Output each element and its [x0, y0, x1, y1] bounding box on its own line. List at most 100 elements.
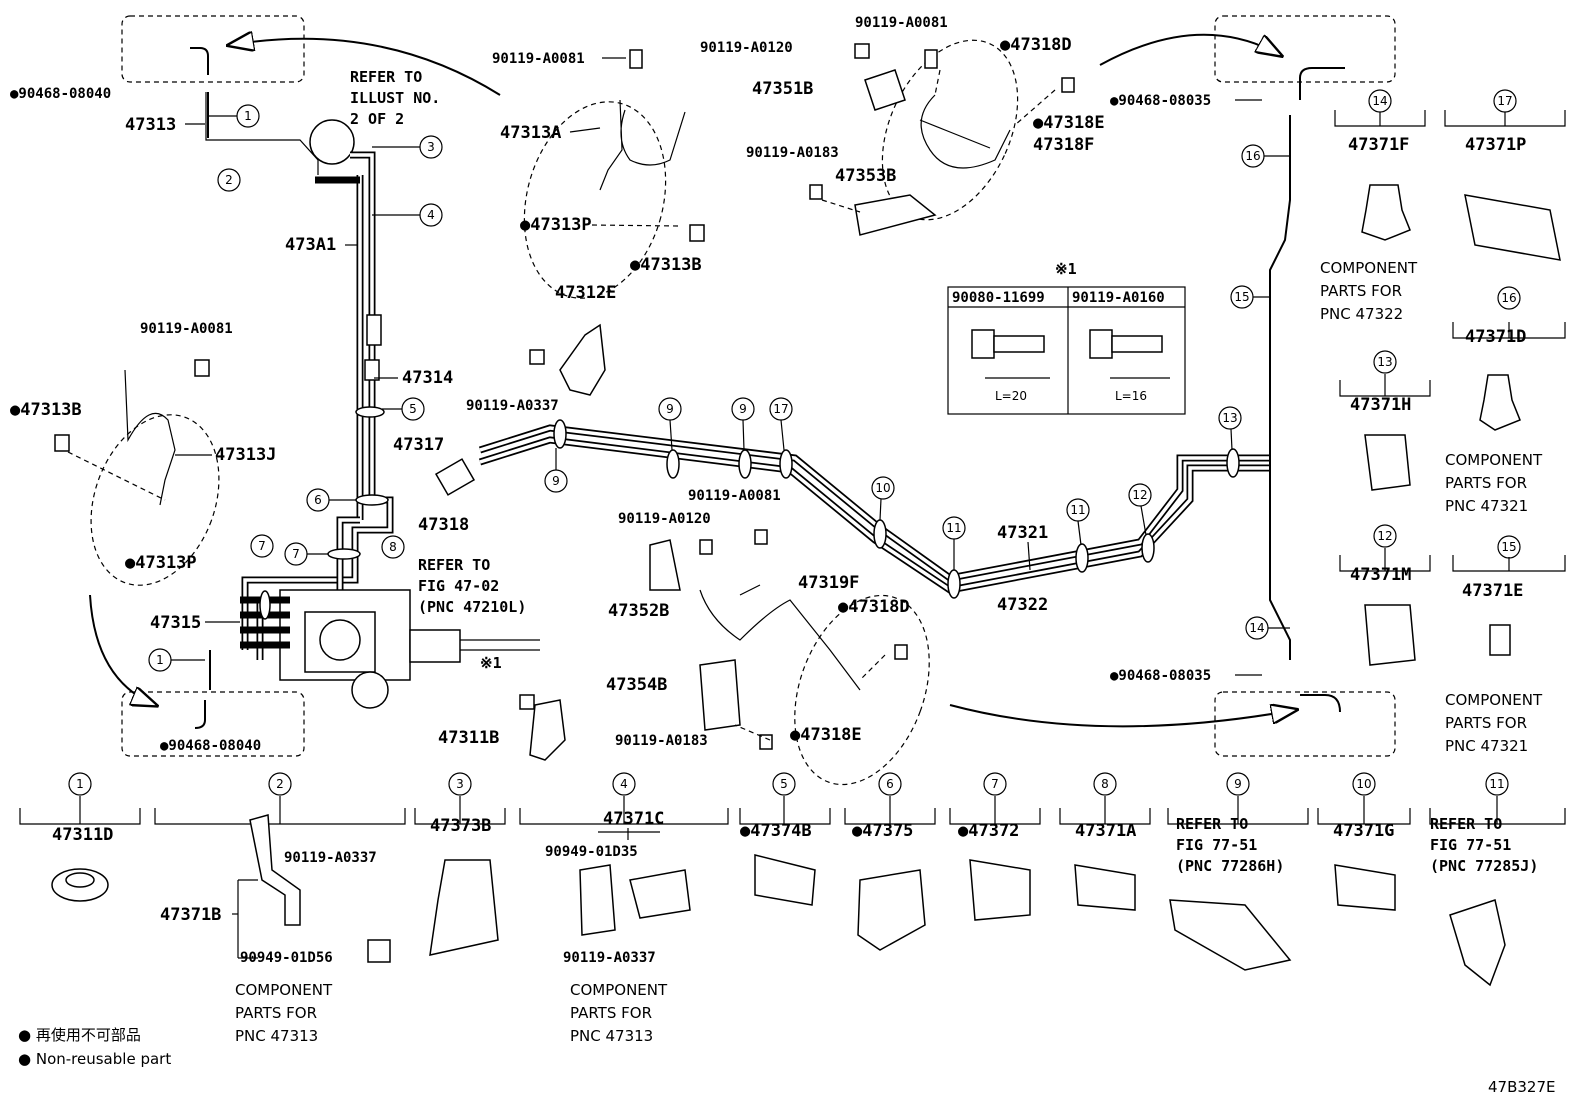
svg-text:14: 14 [1372, 94, 1387, 108]
r-note-2-line1: COMPONENT [1445, 451, 1543, 469]
refer-illust-line3: 2 OF 2 [350, 110, 404, 128]
svg-text:1: 1 [244, 109, 252, 123]
label-47353B: 47353B [835, 166, 896, 186]
b-note-4-line3: PNC 47313 [570, 1027, 653, 1045]
b-sub-90949-01D35: 90949-01D35 [545, 844, 638, 860]
callout-14: 14 [1245, 616, 1290, 640]
label-47313: 47313 [125, 115, 176, 135]
b-note-4-line2: PARTS FOR [570, 1004, 652, 1022]
label-90119-A0081-b: 90119-A0081 [140, 321, 233, 337]
b-refer-7751a-line2: FIG 77-51 [1176, 836, 1257, 854]
svg-text:16: 16 [1501, 291, 1516, 305]
r-note-3-line1: COMPONENT [1445, 691, 1543, 709]
b-note-2-line1: COMPONENT [235, 981, 333, 999]
callout-13: 13 [1218, 406, 1242, 451]
callout-b8: 8 [1093, 772, 1117, 796]
svg-text:13: 13 [1222, 411, 1237, 425]
svg-text:11: 11 [1070, 503, 1085, 517]
wire-47313A [599, 99, 686, 191]
tube-end-icon [194, 700, 206, 729]
svg-text:7: 7 [258, 539, 266, 553]
label-90119-A0081-mid: 90119-A0081 [688, 488, 781, 504]
legend-en: ● Non-reusable part [18, 1050, 171, 1068]
b-refer-7751b-line3: (PNC 77285J) [1430, 857, 1538, 875]
svg-text:6: 6 [886, 777, 894, 791]
b-note-2-line3: PNC 47313 [235, 1027, 318, 1045]
b-pnc-47371A: 47371A [1075, 821, 1136, 841]
refer-fig-4702-line1: REFER TO [418, 556, 490, 574]
callout-b6: 6 [878, 772, 902, 796]
r-note-1-line2: PARTS FOR [1320, 282, 1402, 300]
svg-text:7: 7 [292, 547, 300, 561]
r-pnc-47371D: 47371D [1465, 327, 1526, 347]
svg-text:17: 17 [773, 402, 788, 416]
group-ellipse-47318E [794, 594, 930, 786]
svg-text:8: 8 [1101, 777, 1109, 791]
note-mark-1: ※1 [480, 654, 502, 672]
b-refer-7751a-line1: REFER TO [1176, 815, 1248, 833]
right-panel-part-icons [1361, 184, 1561, 666]
group-ellipse-47313A [523, 101, 667, 299]
callout-7b: 7 [284, 542, 328, 566]
callout-3: 3 [372, 135, 443, 159]
callout-9a: 9 [544, 448, 568, 493]
group-ellipse-47318F [881, 39, 1019, 221]
refer-illust-line1: REFER TO [350, 68, 422, 86]
label-47317: 47317 [393, 435, 444, 455]
label-47315: 47315 [150, 613, 201, 633]
label-47354B: 47354B [606, 675, 667, 695]
svg-text:11: 11 [1489, 777, 1504, 791]
svg-text:6: 6 [314, 493, 322, 507]
part-labels: ●90468-08040 47313 REFER TO ILLUST NO. 2… [10, 15, 1262, 754]
bottom-panel-part-icons [51, 814, 1506, 987]
b-pnc-47374B: ●47374B [740, 821, 812, 841]
label-47321: 47321 [997, 523, 1048, 543]
b-pnc-47372: ●47372 [958, 821, 1019, 841]
tube-end-icon [1299, 67, 1345, 100]
b-sub-90119-A0337-a: 90119-A0337 [284, 850, 377, 866]
wire-47319F [699, 584, 861, 691]
label-47351B: 47351B [752, 79, 813, 99]
label-47313P-top: ●47313P [520, 215, 592, 235]
callout-r13: 13 [1373, 350, 1397, 374]
callout-r14: 14 [1368, 89, 1392, 113]
callout-r17: 17 [1493, 89, 1517, 113]
b-note-4-line1: COMPONENT [570, 981, 668, 999]
svg-text:3: 3 [427, 140, 435, 154]
svg-text:4: 4 [427, 208, 435, 222]
label-473A1: 473A1 [285, 235, 336, 255]
group-ellipse-47313J [90, 414, 220, 586]
right-panel-brackets [1334, 110, 1566, 572]
callout-8: 8 [381, 535, 405, 559]
r-pnc-47371F: 47371F [1348, 135, 1409, 155]
callout-11b: 11 [1066, 498, 1090, 546]
svg-text:10: 10 [1356, 777, 1371, 791]
long-brake-pipe [434, 115, 1291, 660]
label-90119-A0183-mid: 90119-A0183 [615, 733, 708, 749]
label-47312E: 47312E [555, 283, 616, 303]
svg-text:2: 2 [225, 173, 233, 187]
arrow-icon [949, 705, 1295, 728]
callout-b5: 5 [772, 772, 796, 796]
bolt-table [947, 286, 1186, 415]
label-47313B-top: ●47313B [630, 255, 702, 275]
svg-text:16: 16 [1245, 149, 1260, 163]
svg-text:17: 17 [1497, 94, 1512, 108]
callout-b9: 9 [1226, 772, 1250, 796]
bottom-panel-brackets [19, 796, 1566, 825]
callout-b1: 1 [68, 772, 92, 796]
r-pnc-47371H: 47371H [1350, 395, 1411, 415]
callout-10: 10 [871, 476, 895, 521]
svg-text:5: 5 [780, 777, 788, 791]
callout-b2: 2 [268, 772, 292, 796]
callout-b4: 4 [612, 772, 636, 796]
callout-b11: 11 [1485, 772, 1509, 796]
label-47314: 47314 [402, 368, 453, 388]
label-47318D-mid: ●47318D [838, 597, 910, 617]
callout-11a: 11 [942, 516, 966, 570]
b-sub-90119-A0337-b: 90119-A0337 [563, 950, 656, 966]
refer-illust-line2: ILLUST NO. [350, 89, 440, 107]
label-90468-08035-bot: ●90468-08035 [1110, 668, 1211, 684]
brake-tube-bundle [205, 92, 394, 660]
